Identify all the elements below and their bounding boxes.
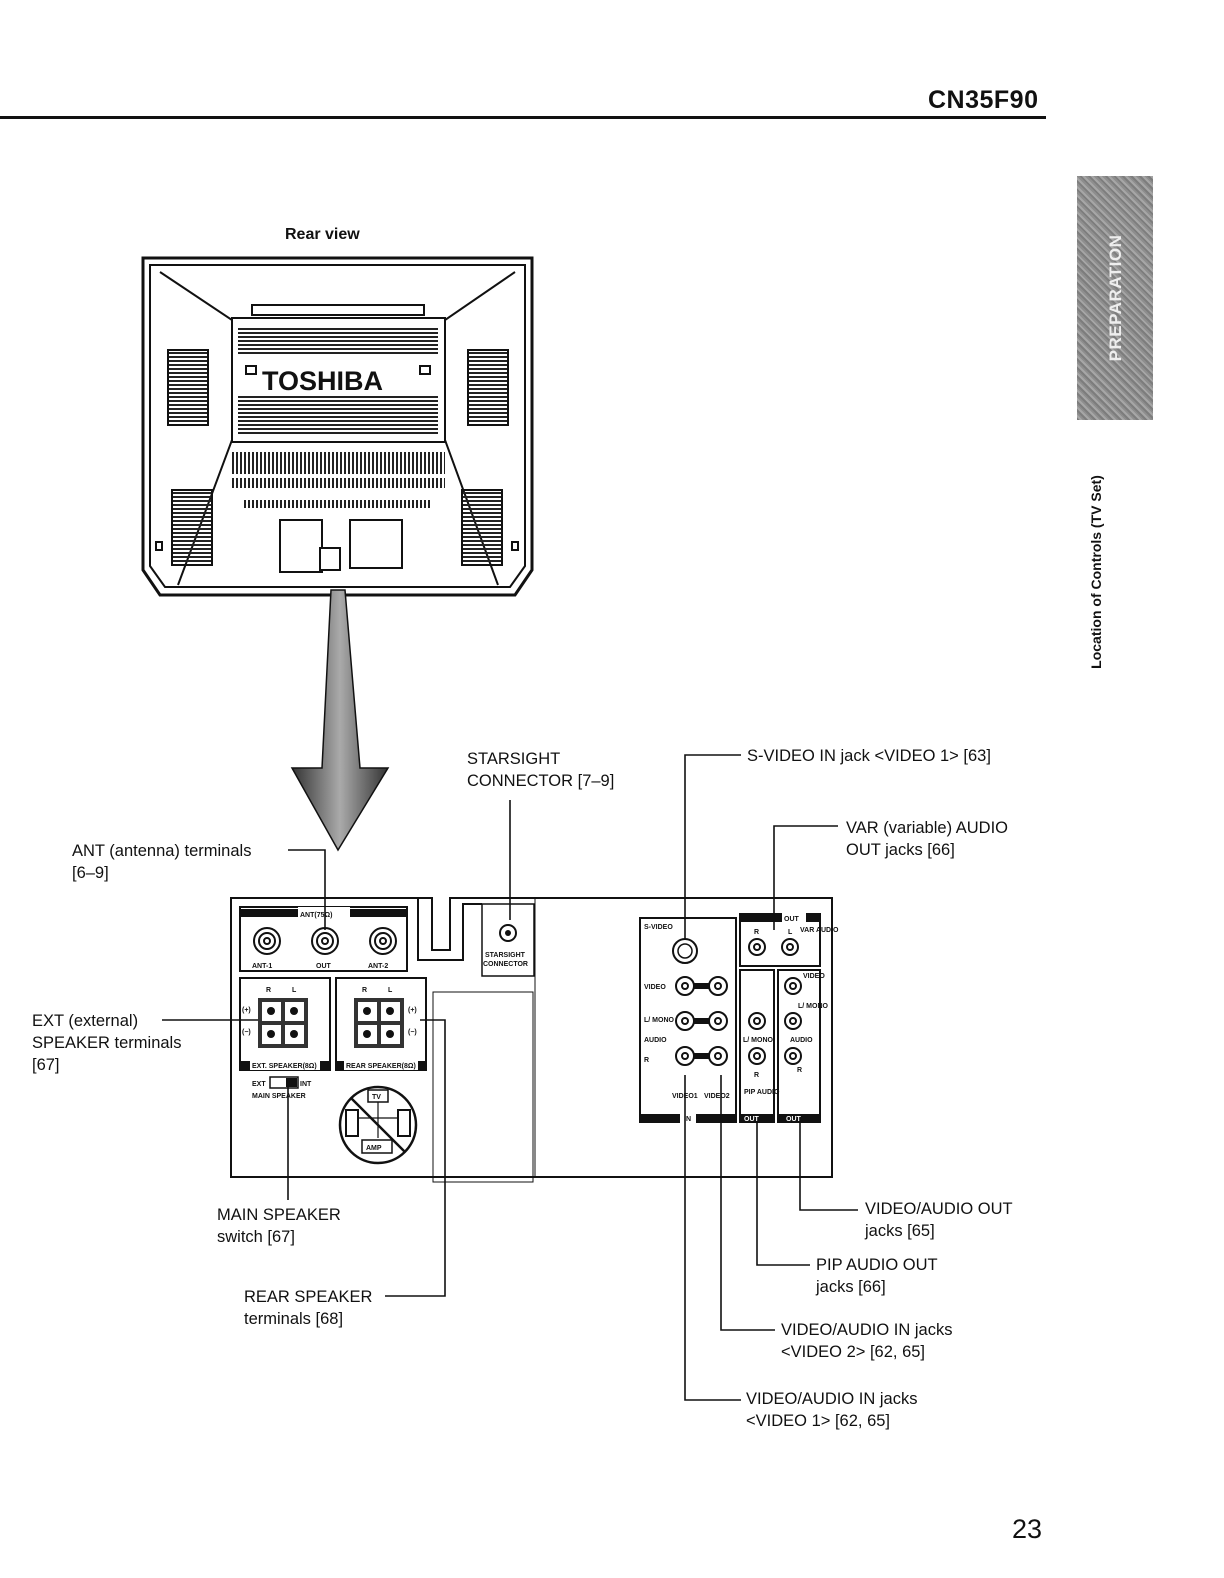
callout-var-audio-line2: OUT jacks [66] bbox=[846, 841, 955, 859]
svg-text:R: R bbox=[797, 1067, 802, 1074]
svg-text:VIDEO: VIDEO bbox=[803, 973, 825, 980]
callout-video1-in-line2: <VIDEO 1> [62, 65] bbox=[746, 1412, 891, 1430]
svg-text:ANT(75Ω): ANT(75Ω) bbox=[300, 912, 332, 919]
svg-text:R: R bbox=[754, 1072, 759, 1079]
callout-ant-line1: ANT (antenna) terminals bbox=[72, 842, 252, 860]
callout-ant-line2: [6–9] bbox=[72, 864, 109, 882]
svg-text:R: R bbox=[362, 987, 367, 994]
svg-text:OUT: OUT bbox=[786, 1116, 802, 1123]
model-number: CN35F90 bbox=[928, 86, 1039, 114]
callout-video1-in-line1: VIDEO/AUDIO IN jacks bbox=[746, 1390, 918, 1408]
callout-pip-audio-out-line2: jacks [66] bbox=[816, 1278, 886, 1296]
callout-var-audio-line1: VAR (variable) AUDIO bbox=[846, 819, 1008, 837]
svg-text:AUDIO: AUDIO bbox=[790, 1037, 813, 1044]
callout-video-audio-out-line2: jacks [65] bbox=[865, 1222, 935, 1240]
svg-text:(+): (+) bbox=[408, 1007, 417, 1014]
svg-text:L/ MONO: L/ MONO bbox=[798, 1003, 828, 1010]
svg-text:IN: IN bbox=[684, 1116, 691, 1123]
svg-text:L: L bbox=[388, 987, 393, 994]
callout-rear-speaker-line2: terminals [68] bbox=[244, 1310, 344, 1328]
svg-text:ANT-2: ANT-2 bbox=[368, 963, 388, 970]
callout-rear-speaker-line1: REAR SPEAKER bbox=[244, 1288, 373, 1306]
callout-starsight-line2: CONNECTOR [7–9] bbox=[467, 772, 615, 790]
starsight-connector: STARSIGHT CONNECTOR bbox=[481, 903, 535, 977]
svg-text:S-VIDEO: S-VIDEO bbox=[644, 924, 673, 931]
svg-text:R: R bbox=[266, 987, 271, 994]
svg-text:L/ MONO: L/ MONO bbox=[644, 1017, 674, 1024]
svg-text:PIP AUDIO: PIP AUDIO bbox=[744, 1089, 780, 1096]
svg-text:R: R bbox=[644, 1057, 649, 1064]
svg-text:EXT: EXT bbox=[252, 1081, 266, 1088]
svg-text:INT: INT bbox=[300, 1081, 312, 1088]
svg-text:L/ MONO: L/ MONO bbox=[743, 1037, 773, 1044]
connector-panel bbox=[230, 897, 833, 1183]
ant-terminals: ANT(75Ω) ANT-1 OUT ANT-2 bbox=[239, 906, 408, 972]
section-tab bbox=[1077, 176, 1153, 420]
no-connection-symbol bbox=[338, 1085, 418, 1165]
svg-text:OUT: OUT bbox=[316, 963, 332, 970]
callout-ext-line2: SPEAKER terminals bbox=[32, 1034, 182, 1052]
svg-text:EXT. SPEAKER(8Ω): EXT. SPEAKER(8Ω) bbox=[252, 1063, 317, 1070]
svg-text:R: R bbox=[754, 929, 759, 936]
svg-text:CONNECTOR: CONNECTOR bbox=[483, 961, 528, 968]
svg-text:STARSIGHT: STARSIGHT bbox=[485, 952, 526, 959]
page-number: 23 bbox=[1012, 1514, 1043, 1544]
callout-leaders bbox=[162, 754, 858, 1401]
callout-video2-in-line1: VIDEO/AUDIO IN jacks bbox=[781, 1321, 953, 1339]
svg-text:AUDIO: AUDIO bbox=[644, 1037, 667, 1044]
figure-title: Rear view bbox=[285, 226, 360, 243]
header-rule bbox=[0, 116, 1046, 119]
pip-audio-out-block: L/ MONO R PIP AUDIO OUT bbox=[739, 969, 780, 1123]
callout-pip-audio-out-line1: PIP AUDIO OUT bbox=[816, 1256, 938, 1274]
svg-text:(+): (+) bbox=[242, 1007, 251, 1014]
pointer-arrow bbox=[290, 589, 390, 852]
callout-main-speaker-line1: MAIN SPEAKER bbox=[217, 1206, 341, 1224]
svg-text:L: L bbox=[292, 987, 297, 994]
svg-text:(−): (−) bbox=[408, 1029, 417, 1036]
callout-svideo-in: S-VIDEO IN jack <VIDEO 1> [63] bbox=[747, 747, 991, 765]
svg-text:OUT: OUT bbox=[744, 1116, 760, 1123]
rear-speaker-terminals: R L (+) (−) REAR SPEAKER(8Ω) bbox=[335, 977, 427, 1071]
svg-text:REAR SPEAKER(8Ω): REAR SPEAKER(8Ω) bbox=[346, 1063, 416, 1070]
svg-text:ANT-1: ANT-1 bbox=[252, 963, 272, 970]
callout-ext-line1: EXT (external) bbox=[32, 1012, 139, 1030]
video-audio-out-block: VIDEO L/ MONO AUDIO R OUT bbox=[777, 969, 828, 1123]
callout-video2-in-line2: <VIDEO 2> [62, 65] bbox=[781, 1343, 926, 1361]
tv-rear-illustration bbox=[141, 256, 534, 597]
var-audio-out-block: OUT R L VAR AUDIO bbox=[739, 913, 839, 967]
svg-text:(−): (−) bbox=[242, 1029, 251, 1036]
amp-label: AMP bbox=[366, 1145, 382, 1152]
tv-label: TV bbox=[372, 1094, 381, 1101]
callout-ext-line3: [67] bbox=[32, 1056, 60, 1074]
callout-main-speaker-line2: switch [67] bbox=[217, 1228, 295, 1246]
svg-text:VIDEO2: VIDEO2 bbox=[704, 1093, 730, 1100]
main-speaker-switch: EXT INT MAIN SPEAKER bbox=[252, 1076, 312, 1100]
svg-text:L: L bbox=[788, 929, 793, 936]
svg-text:VAR AUDIO: VAR AUDIO bbox=[800, 927, 839, 934]
ext-speaker-terminals: R L (+) (−) EXT. SPEAKER(8Ω) bbox=[239, 977, 331, 1071]
svg-text:VIDEO: VIDEO bbox=[644, 984, 666, 991]
svg-text:OUT: OUT bbox=[784, 916, 800, 923]
brand-logo: TOSHIBA bbox=[262, 366, 383, 396]
callout-starsight-line1: STARSIGHT bbox=[467, 750, 561, 768]
svg-text:MAIN SPEAKER: MAIN SPEAKER bbox=[252, 1093, 306, 1100]
callout-video-audio-out-line1: VIDEO/AUDIO OUT bbox=[865, 1200, 1013, 1218]
